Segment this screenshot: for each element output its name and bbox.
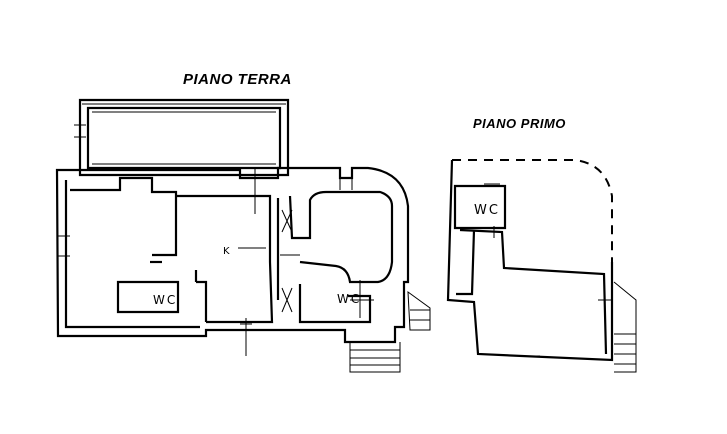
ground-floor-title: PIANO TERRA [183,71,292,88]
first-floor-stairs [613,281,637,373]
ground-floor-plan [55,98,431,373]
first-floor-title: PIANO PRIMO [473,116,566,131]
first-floor-plan [446,159,637,373]
ground-wc-label-left: WC [153,293,178,307]
first-floor-wc-label: WC [474,203,500,218]
ground-wc-label-right: WC [337,292,362,306]
kitchen-label: K [223,246,230,257]
ground-stairs [349,290,431,373]
